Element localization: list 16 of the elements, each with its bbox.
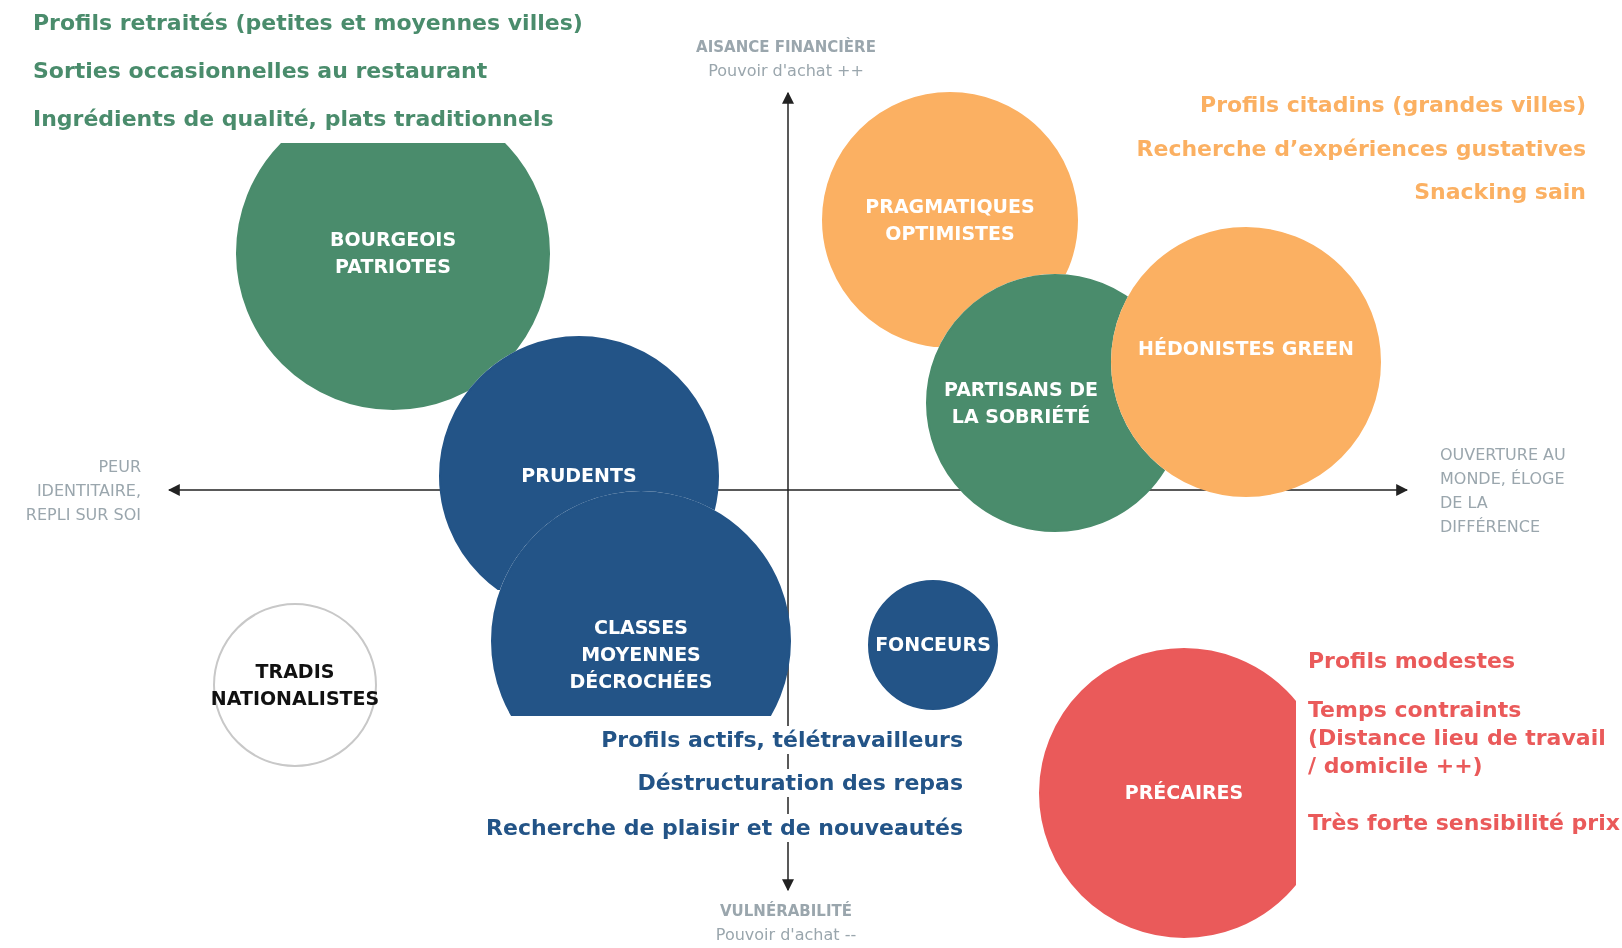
axis-label: Pouvoir d'achat ++	[707, 60, 865, 82]
axis-label: VULNÉRABILITÉ	[719, 900, 853, 922]
segment-name: BOURGEOIS PATRIOTES	[328, 227, 458, 279]
segment-circle	[868, 580, 998, 710]
segment-name: HÉDONISTES GREEN	[1137, 336, 1355, 361]
axis-label: AISANCE FINANCIÈRE	[695, 36, 877, 58]
segment-name: PRÉCAIRES	[1123, 780, 1245, 805]
segment-name: TRADIS NATIONALISTES	[209, 659, 381, 711]
profile-note: Très forte sensibilité prix	[1306, 809, 1622, 837]
segment-circle	[1111, 227, 1381, 497]
segment-name: FONCEURS	[874, 632, 992, 657]
segment-name: CLASSES MOYENNES DÉCROCHÉES	[568, 615, 714, 694]
segment-name: PARTISANS DE LA SOBRIÉTÉ	[942, 377, 1099, 429]
axis-label: Pouvoir d'achat --	[714, 924, 858, 946]
segment-name: PRAGMATIQUES OPTIMISTES	[864, 194, 1036, 246]
segment-name: PRUDENTS	[520, 463, 638, 488]
